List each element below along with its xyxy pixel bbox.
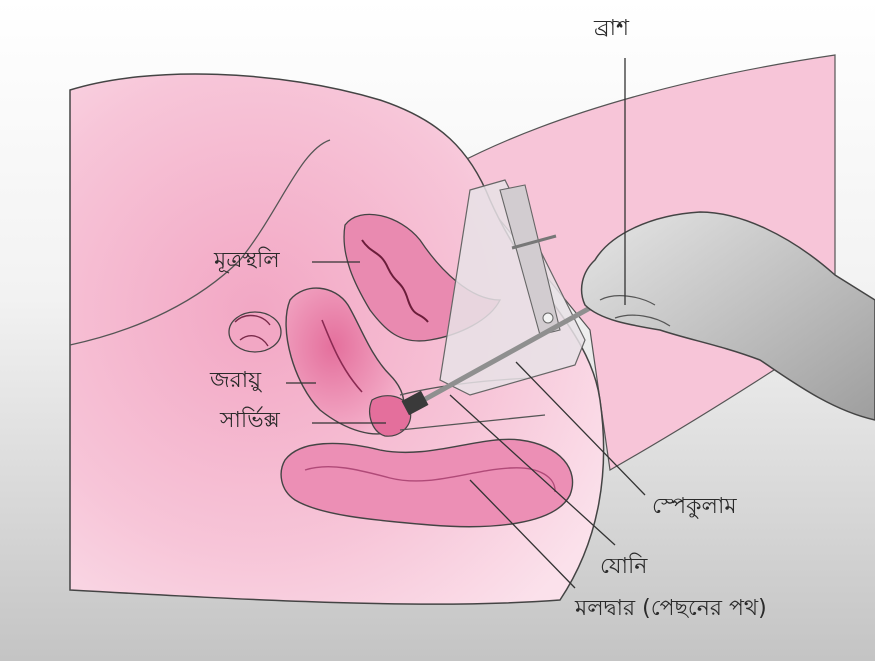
- label-brush: ব্রাশ: [594, 18, 629, 40]
- label-cervix: সার্ভিক্স: [220, 410, 280, 432]
- label-bladder: মূত্রস্থলি: [214, 250, 280, 272]
- speculum-pivot: [543, 313, 553, 323]
- label-rectum: মলদ্বার (পেছনের পথ): [575, 598, 767, 620]
- label-vagina: যোনি: [600, 556, 647, 578]
- label-uterus: জরায়ু: [210, 370, 261, 392]
- ovary-shape: [229, 312, 281, 352]
- label-speculum: স্পেকুলাম: [652, 496, 737, 518]
